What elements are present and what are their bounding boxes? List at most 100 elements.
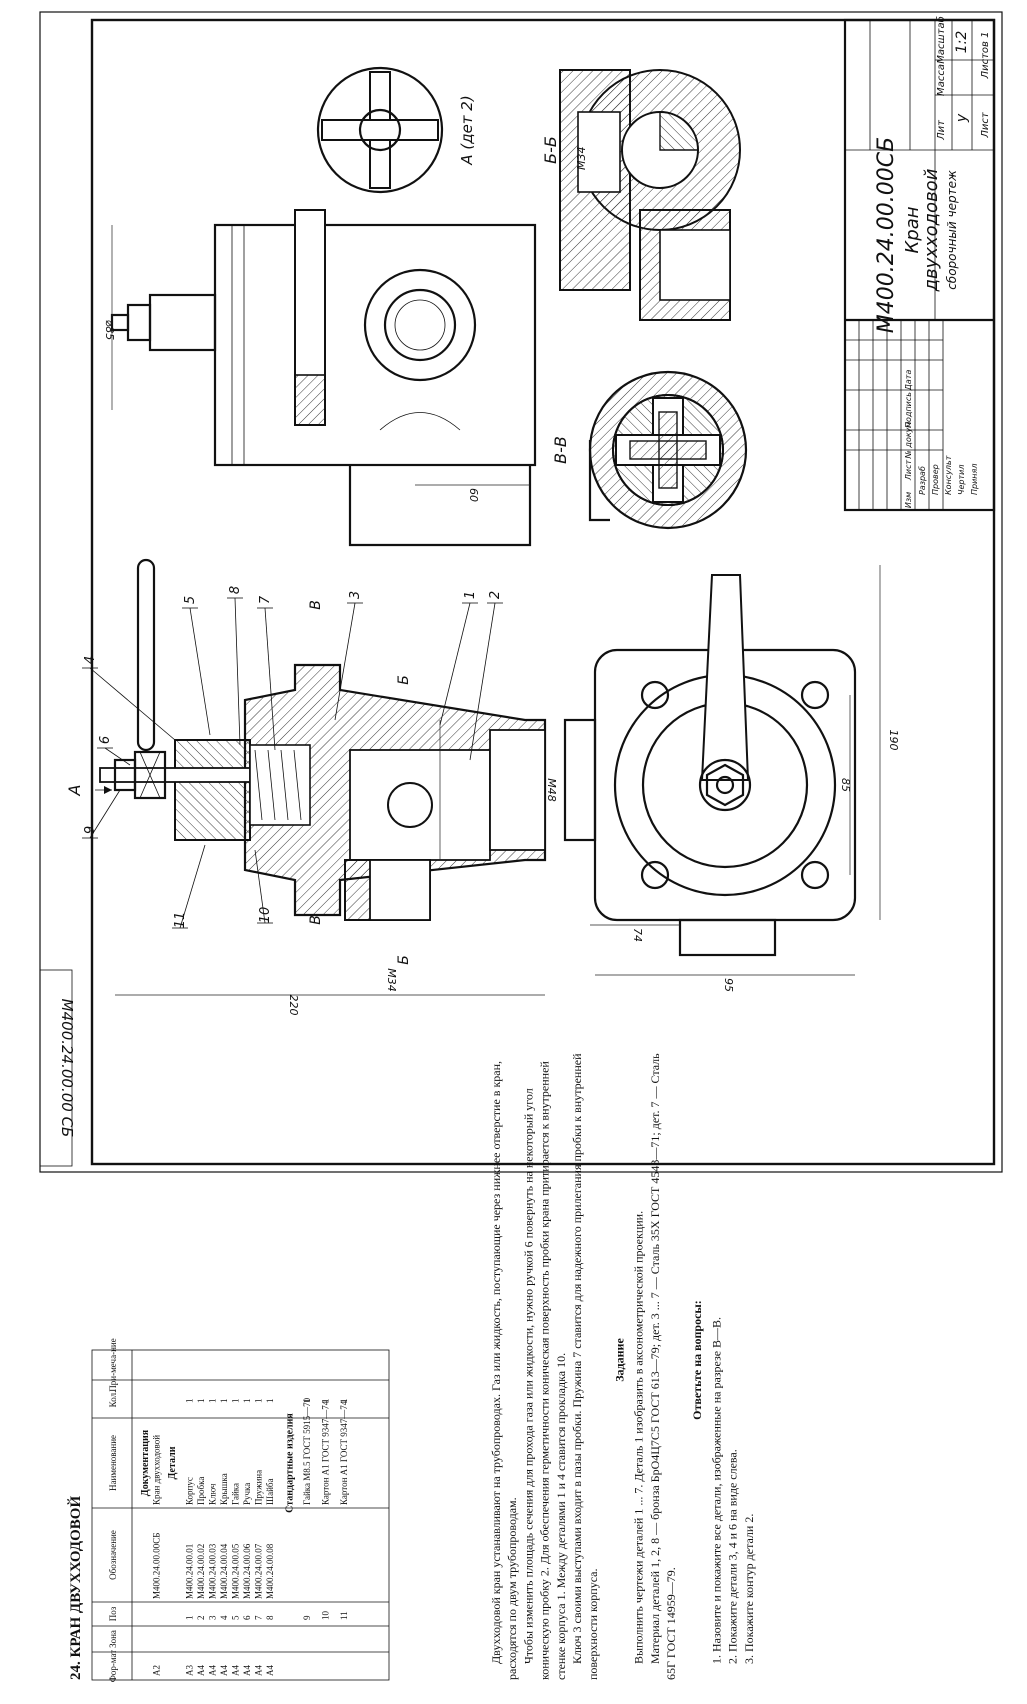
leader-number: 1 bbox=[463, 591, 478, 599]
section-bb-label: Б-Б bbox=[541, 136, 560, 164]
sheet-outer-border bbox=[39, 11, 1003, 1173]
sign-col-label: Лист bbox=[904, 460, 913, 482]
doc-designation: М400.24.00.00СБ bbox=[152, 1533, 162, 1599]
leader-number: 2 bbox=[488, 591, 503, 599]
questions-title: Ответьте на вопросы: bbox=[690, 1300, 704, 1420]
drawing-sheet: М400.24.00.00 СБ М400.24.00.00СБ Кран дв… bbox=[39, 11, 1003, 1173]
part-name: Шайба bbox=[265, 1479, 275, 1505]
title-name-1: Кран bbox=[902, 206, 923, 253]
section-vv: В-В bbox=[551, 370, 748, 530]
part-format: А4 bbox=[196, 1665, 206, 1676]
leader-number: 10 bbox=[258, 907, 273, 924]
dim-m34-bb: М34 bbox=[575, 147, 588, 171]
leader-line bbox=[89, 789, 121, 839]
part-pos: 8 bbox=[265, 1615, 275, 1620]
leader-line bbox=[439, 602, 471, 726]
leader-number: 3 bbox=[348, 591, 363, 599]
lit-value: у bbox=[954, 113, 970, 123]
part-pos: 4 bbox=[219, 1615, 229, 1620]
part-format: А4 bbox=[219, 1665, 229, 1676]
part-designation: М400.24.00.07 bbox=[254, 1543, 264, 1599]
leader-number: 8 bbox=[228, 586, 243, 594]
title-designation: М400.24.00.00СБ bbox=[874, 137, 899, 333]
leader-line bbox=[234, 597, 241, 746]
cut-v-bottom: В bbox=[308, 915, 324, 925]
sheet-label: Лист bbox=[980, 111, 991, 139]
part-name: Ключ bbox=[208, 1483, 218, 1505]
side-code: М400.24.00.00 СБ bbox=[58, 999, 76, 1138]
view-a: А (дет 2) bbox=[316, 66, 476, 194]
scale-value: 1:2 bbox=[954, 31, 970, 54]
text-blocks: Двухходовой кран устанавливают на трубоп… bbox=[489, 1053, 756, 1680]
title-name-2: двухходовой bbox=[921, 168, 942, 292]
leader-line bbox=[264, 607, 276, 751]
part-designation: М400.24.00.01 bbox=[185, 1544, 195, 1599]
dim-60: 60 bbox=[467, 488, 480, 502]
part-format: А4 bbox=[242, 1665, 252, 1676]
parts-section-label: Детали bbox=[167, 1446, 178, 1479]
part-name: Корпус bbox=[185, 1477, 195, 1505]
leader-number: 4 bbox=[83, 656, 98, 664]
description-p2: Чтобы изменить площадь сечения для прохо… bbox=[521, 1061, 567, 1680]
dim-220: 220 bbox=[287, 995, 300, 1016]
view-a-label: А (дет 2) bbox=[458, 95, 476, 165]
question-item: 3. Покажите контур детали 2. bbox=[742, 1514, 756, 1664]
dim-85b: 85 bbox=[839, 778, 852, 792]
table-header: Обозначение bbox=[108, 1530, 118, 1580]
doc-name: Кран двухходовой bbox=[152, 1435, 162, 1505]
part-pos: 3 bbox=[208, 1615, 218, 1620]
part-designation: М400.24.00.02 bbox=[196, 1544, 206, 1599]
part-pos: 6 bbox=[242, 1615, 252, 1620]
side-code-box bbox=[39, 969, 73, 1167]
std-pos: 11 bbox=[339, 1611, 349, 1620]
task-title: Задание bbox=[612, 1338, 626, 1382]
question-item: 1. Назовите и покажите все детали, изобр… bbox=[709, 1317, 723, 1664]
part-name: Крышка bbox=[219, 1473, 229, 1505]
std-qty: 1 bbox=[302, 1399, 312, 1404]
part-designation: М400.24.00.08 bbox=[265, 1543, 275, 1599]
table-header: Наименование bbox=[108, 1435, 118, 1491]
part-designation: М400.24.00.05 bbox=[231, 1543, 241, 1599]
table-header: Кол. bbox=[108, 1391, 118, 1408]
doc-section-label: Документация bbox=[140, 1429, 151, 1496]
std-qty: 1 bbox=[320, 1399, 330, 1404]
arrow-a-label: А bbox=[65, 785, 84, 797]
sign-col-label: Изм bbox=[904, 492, 913, 508]
question-item: 2. Покажите детали 3, 4 и 6 на виде слев… bbox=[726, 1449, 740, 1664]
part-name: Гайка bbox=[231, 1483, 241, 1505]
sign-row-label: Консульт bbox=[944, 455, 953, 495]
sheet-frame bbox=[90, 18, 996, 1166]
std-name: Картон А1 ГОСТ 9347—74 bbox=[339, 1400, 349, 1505]
leader-number: 9 bbox=[83, 826, 98, 834]
part-format: А4 bbox=[231, 1665, 241, 1676]
heading: 24. КРАН ДВУХХОДОВОЙ bbox=[67, 1496, 84, 1680]
title-name-3: сборочный чертеж bbox=[945, 170, 959, 290]
part-qty: 1 bbox=[208, 1399, 218, 1404]
part-designation: М400.24.00.06 bbox=[242, 1543, 252, 1599]
part-designation: М400.24.00.03 bbox=[208, 1543, 218, 1599]
dim-d85: ⌀85 bbox=[103, 320, 116, 341]
dim-74: 74 bbox=[631, 928, 644, 942]
mass-label: Масса bbox=[936, 64, 947, 96]
part-qty: 1 bbox=[196, 1399, 206, 1404]
task-p2: Материал деталей 1, 2, 8 — бронза БрО4Ц7… bbox=[648, 1053, 678, 1680]
leader-number: 7 bbox=[258, 595, 273, 604]
lit-label: Лит bbox=[936, 119, 947, 141]
leader-line bbox=[89, 667, 176, 741]
part-qty: 1 bbox=[231, 1399, 241, 1404]
part-name: Ручка bbox=[242, 1483, 252, 1505]
spec-table: Фор-матЗонаПозОбозначениеНаименованиеКол… bbox=[91, 1338, 390, 1682]
task-p1: Выполнить чертежи деталей 1 ... 7. Детал… bbox=[632, 1211, 646, 1664]
sign-col-label: Подпись bbox=[904, 392, 913, 428]
table-header: При-меча-ние bbox=[108, 1338, 118, 1391]
description-p3: Ключ 3 своими выступами входит в пазы пр… bbox=[570, 1053, 600, 1680]
std-pos: 9 bbox=[302, 1615, 312, 1620]
part-pos: 1 bbox=[185, 1616, 195, 1621]
sign-row-label: Провер bbox=[931, 464, 940, 495]
leader-line bbox=[189, 607, 211, 736]
sign-col-label: Дата bbox=[904, 370, 913, 392]
